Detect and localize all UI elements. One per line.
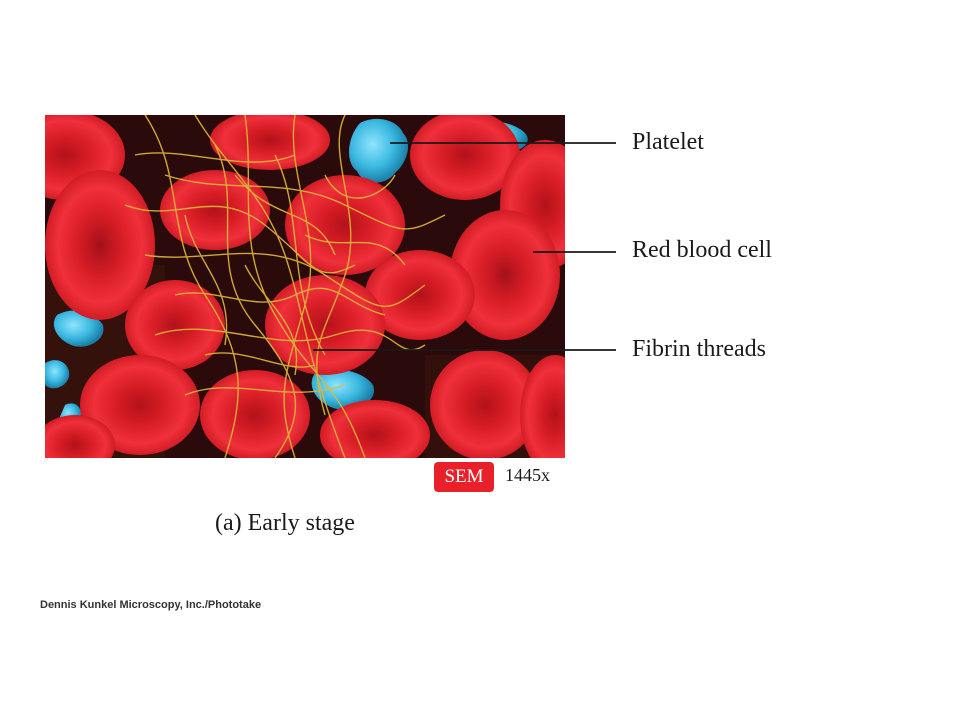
red-blood-cells [45, 115, 565, 458]
fibrin-threads [124, 115, 446, 458]
photo-credit: Dennis Kunkel Microscopy, Inc./Phototake [40, 599, 262, 611]
label-red-blood-cell: Red blood cell [632, 237, 772, 263]
magnification-label: 1445x [505, 465, 550, 485]
label-fibrin-threads: Fibrin threads [632, 336, 766, 362]
micrograph-image [45, 115, 565, 458]
label-platelet: Platelet [632, 129, 704, 155]
figure-caption: (a) Early stage [215, 510, 355, 536]
sem-badge: SEM [434, 462, 494, 492]
